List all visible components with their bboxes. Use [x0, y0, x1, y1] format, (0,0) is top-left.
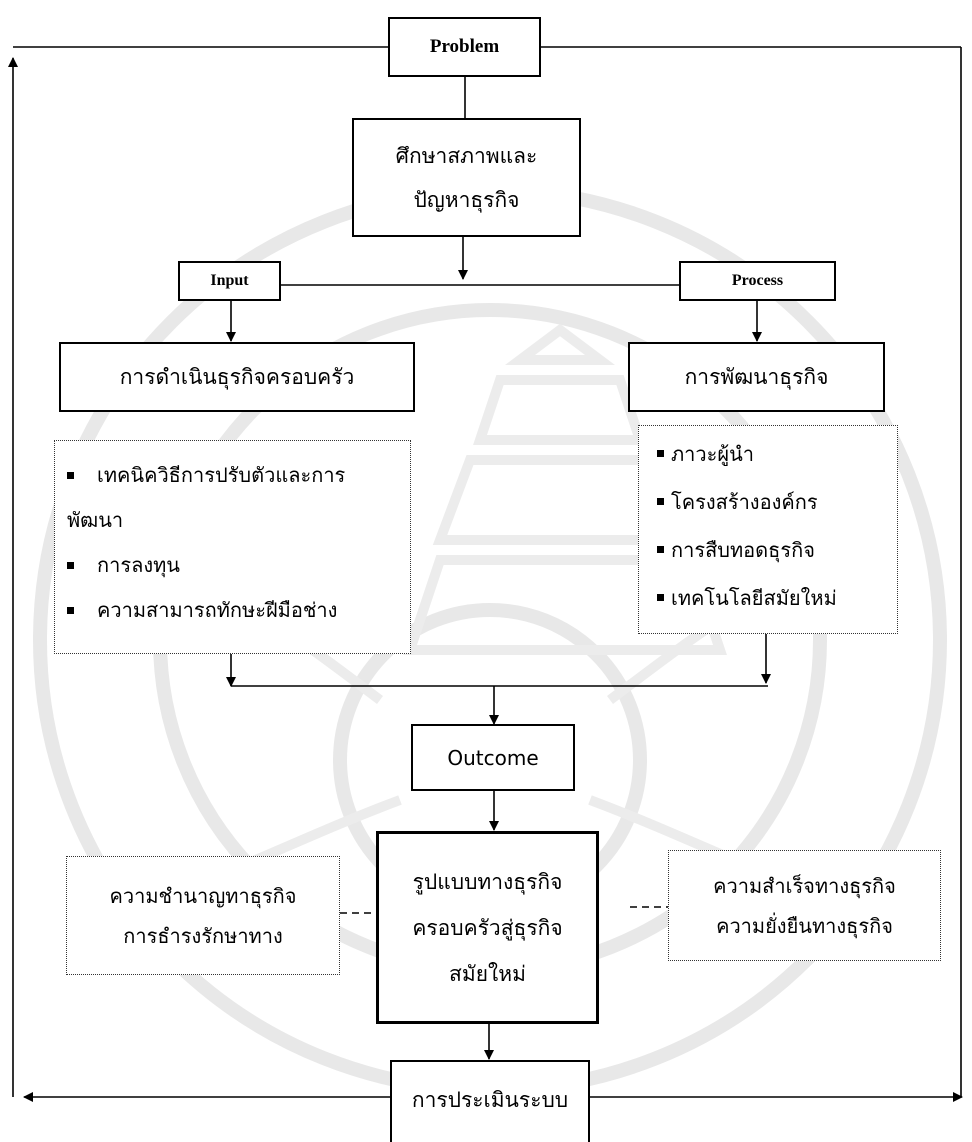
business-development-label: การพัฒนาธุรกิจ: [684, 364, 829, 389]
left-factor-1: ความชำนาญทาธุรกิจ: [109, 883, 297, 908]
list-item: เทคนิควิธีการปรับตัวและการ พัฒนา: [67, 453, 410, 543]
model-line-3: สมัยใหม่: [449, 961, 526, 986]
family-business-label: การดำเนินธุรกิจครอบครัว: [119, 364, 355, 389]
left-factor-2: การธำรงรักษาทาง: [123, 923, 283, 948]
bullet-icon: [67, 607, 74, 614]
problem-label: Problem: [429, 36, 500, 57]
list-item: โครงสร้างองค์กร: [657, 478, 897, 526]
outcome-box: Outcome: [411, 724, 575, 791]
list-item: การสืบทอดธุรกิจ: [657, 526, 897, 574]
list-item: การลงทุน: [67, 543, 410, 588]
study-line-1: ศึกษาสภาพและ: [395, 143, 538, 168]
process-item-4: เทคโนโลยีสมัยใหม่: [671, 586, 837, 610]
right-factor-2: ความยั่งยืนทางธุรกิจ: [716, 913, 893, 938]
bullet-icon: [657, 594, 664, 601]
bullet-icon: [67, 562, 74, 569]
left-factors-box: ความชำนาญทาธุรกิจ การธำรงรักษาทาง: [66, 856, 340, 975]
process-factors-box: ภาวะผู้นำ โครงสร้างองค์กร การสืบทอดธุรกิ…: [638, 425, 898, 634]
input-label: Input: [210, 272, 249, 289]
process-box: Process: [679, 261, 836, 301]
input-item-1-continuation: พัฒนา: [67, 508, 124, 532]
input-item-1: เทคนิควิธีการปรับตัวและการ: [97, 463, 346, 487]
process-item-1: ภาวะผู้นำ: [671, 442, 755, 466]
model-line-2: ครอบครัวสู่ธุรกิจ: [412, 915, 563, 940]
right-factors-box: ความสำเร็จทางธุรกิจ ความยั่งยืนทางธุรกิจ: [668, 850, 941, 961]
evaluation-label: การประเมินระบบ: [411, 1088, 569, 1112]
business-model-box: รูปแบบทางธุรกิจ ครอบครัวสู่ธุรกิจ สมัยให…: [376, 831, 599, 1024]
problem-box: Problem: [388, 17, 541, 77]
study-line-2: ปัญหาธุรกิจ: [413, 187, 520, 212]
input-item-3: ความสามารถทักษะฝีมือช่าง: [97, 598, 338, 622]
input-box: Input: [178, 261, 281, 301]
evaluation-box: การประเมินระบบ: [390, 1060, 590, 1142]
outcome-label: Outcome: [447, 745, 539, 770]
right-factor-1: ความสำเร็จทางธุรกิจ: [713, 873, 896, 898]
input-factors-box: เทคนิควิธีการปรับตัวและการ พัฒนา การลงทุ…: [54, 440, 411, 654]
list-item: ความสามารถทักษะฝีมือช่าง: [67, 588, 410, 633]
bullet-icon: [657, 498, 664, 505]
list-item: ภาวะผู้นำ: [657, 430, 897, 478]
process-item-2: โครงสร้างองค์กร: [671, 490, 818, 514]
bullet-icon: [657, 546, 664, 553]
business-development-box: การพัฒนาธุรกิจ: [628, 342, 885, 412]
process-item-3: การสืบทอดธุรกิจ: [671, 538, 815, 562]
input-item-2: การลงทุน: [97, 553, 180, 577]
list-item: เทคโนโลยีสมัยใหม่: [657, 574, 897, 622]
model-line-1: รูปแบบทางธุรกิจ: [412, 869, 563, 894]
bullet-icon: [67, 472, 74, 479]
bullet-icon: [657, 450, 664, 457]
study-box: ศึกษาสภาพและ ปัญหาธุรกิจ: [352, 118, 581, 237]
family-business-box: การดำเนินธุรกิจครอบครัว: [59, 342, 415, 412]
process-label: Process: [731, 272, 784, 289]
